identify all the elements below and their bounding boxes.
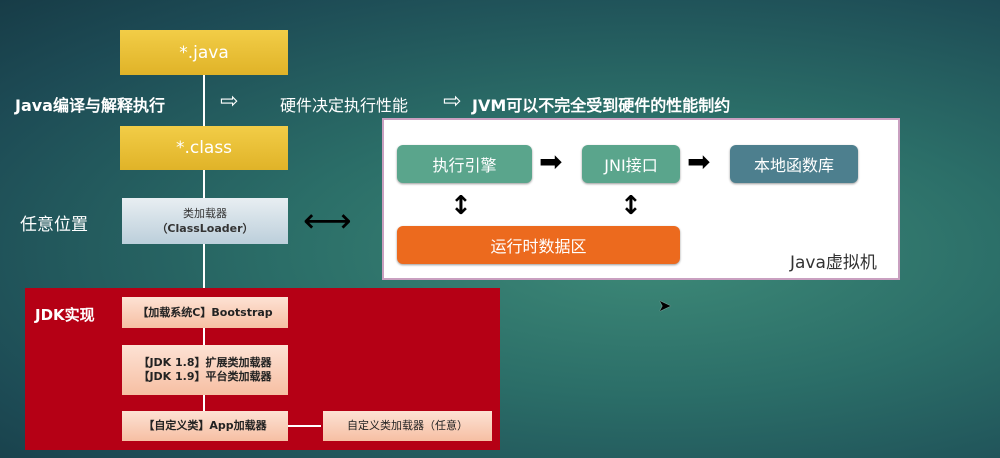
runtime-data-box: 运行时数据区 <box>397 226 680 264</box>
connector <box>203 244 205 297</box>
mouse-cursor-icon: ➤ <box>658 296 672 315</box>
jvm-title: Java虚拟机 <box>790 253 877 273</box>
double-arrow-icon: ↕ <box>450 191 472 221</box>
ext-platform-loader-box: 【JDK 1.8】扩展类加载器 【JDK 1.9】平台类加载器 <box>122 345 288 395</box>
classloader-line1: 类加载器 <box>183 207 227 220</box>
platform-label: 【JDK 1.9】平台类加载器 <box>138 370 272 383</box>
connector <box>203 75 205 126</box>
classloader-line2: （ClassLoader） <box>156 222 254 235</box>
double-arrow-icon: ⟷ <box>303 201 352 241</box>
compile-label: Java编译与解释执行 <box>15 96 165 115</box>
connector <box>288 425 321 427</box>
connector <box>203 170 205 198</box>
jvm-box: 执行引擎 ➡ JNI接口 ➡ 本地函数库 ↕ ↕ 运行时数据区 Java虚拟机 <box>382 118 900 280</box>
jdk-impl-label: JDK实现 <box>35 306 95 324</box>
connector <box>203 328 205 345</box>
arrow-right-icon: ⇨ <box>220 89 239 114</box>
app-label: 【自定义类】App加载器 <box>143 419 267 432</box>
jvm-claim-label: JVM可以不完全受到硬件的性能制约 <box>472 96 731 115</box>
native-lib-box: 本地函数库 <box>730 145 858 183</box>
classloader-box: 类加载器 （ClassLoader） <box>122 198 288 244</box>
arrow-right-icon: ➡ <box>539 145 563 178</box>
ext-label: 【JDK 1.8】扩展类加载器 <box>138 356 272 369</box>
engine-box: 执行引擎 <box>397 145 532 183</box>
jdk-impl-box: JDK实现 【加载系统C】Bootstrap 【JDK 1.8】扩展类加载器 【… <box>25 288 500 450</box>
custom-loader-box: 自定义类加载器（任意） <box>323 411 492 441</box>
arrow-right-icon: ⇨ <box>443 89 462 114</box>
bootstrap-label: 【加载系统C】Bootstrap <box>137 305 273 319</box>
java-file-box: *.java <box>120 30 288 75</box>
class-file-box: *.class <box>120 126 288 170</box>
arrow-right-icon: ➡ <box>687 145 711 178</box>
hardware-label: 硬件决定执行性能 <box>280 96 409 115</box>
bootstrap-loader-box: 【加载系统C】Bootstrap <box>122 297 288 328</box>
connector <box>203 395 205 411</box>
jni-box: JNI接口 <box>582 145 680 183</box>
double-arrow-icon: ↕ <box>620 191 642 221</box>
custom-label: 自定义类加载器（任意） <box>347 419 468 432</box>
app-loader-box: 【自定义类】App加载器 <box>122 411 288 441</box>
anywhere-label: 任意位置 <box>20 215 88 235</box>
